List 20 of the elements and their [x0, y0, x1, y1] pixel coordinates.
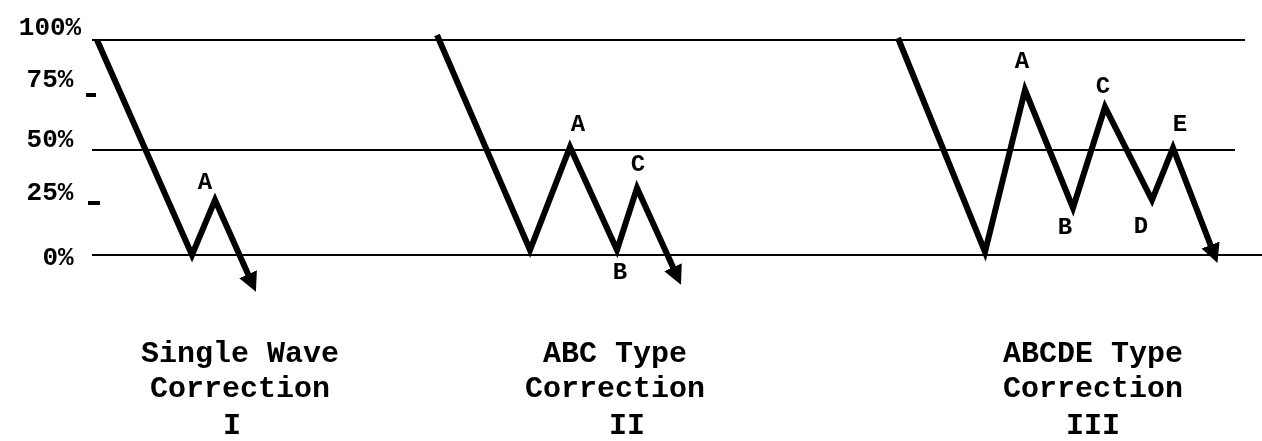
- wave-point-label: E: [1171, 112, 1189, 138]
- wave-point-label: A: [569, 112, 587, 138]
- axis-tick-label: 75%: [25, 65, 75, 95]
- pattern-number: I: [222, 409, 242, 441]
- axis-tick-label: 0%: [41, 243, 75, 273]
- wave-point-label: A: [196, 170, 214, 196]
- wave-point-label: D: [1132, 214, 1150, 240]
- pattern-number: III: [1065, 409, 1121, 441]
- axis-tick-label: 25%: [25, 178, 75, 208]
- wave-point-label: C: [629, 152, 647, 178]
- wave-point-label: A: [1013, 49, 1031, 75]
- wave-point-label: C: [1094, 74, 1112, 100]
- pattern-caption: ABC Type Correction: [524, 337, 706, 407]
- axis-tick-label: 100%: [17, 13, 83, 43]
- wave-point-label: B: [1056, 215, 1074, 241]
- pattern-number: II: [608, 409, 646, 441]
- pattern-caption: Single Wave Correction: [139, 337, 340, 407]
- pattern-caption: ABCDE Type Correction: [1002, 337, 1184, 407]
- wave-point-label: B: [611, 260, 629, 286]
- axis-tick-label: 50%: [25, 125, 75, 155]
